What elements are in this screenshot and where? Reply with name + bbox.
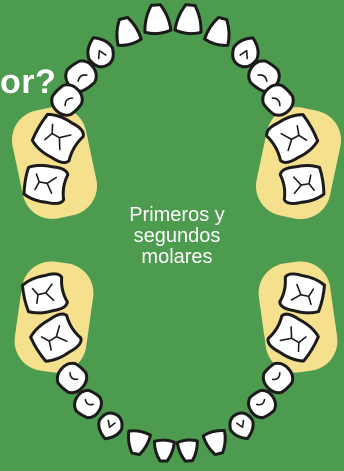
tooth-upper-left-central-incisor <box>143 3 173 36</box>
tooth-upper-right-canine <box>231 36 260 69</box>
tooth-lower-right-lateral-incisor <box>201 429 227 457</box>
lower-right-lateral-incisor-crown <box>201 429 227 457</box>
tooth-lower-right-first-premolar <box>247 388 277 420</box>
tooth-lower-right-central-incisor <box>175 438 199 463</box>
upper-right-second-premolar-groove <box>271 97 281 107</box>
molars-label-line-3: molares <box>141 246 213 268</box>
lower-right-first-molar-crown <box>266 312 320 363</box>
tooth-lower-left-second-molar <box>20 272 69 315</box>
tooth-lower-left-second-premolar <box>55 361 89 395</box>
molars-label-line-1: Primeros y <box>129 204 225 226</box>
tooth-upper-right-first-molar <box>265 113 320 164</box>
tooth-lower-left-central-incisor <box>152 438 176 463</box>
heading-fragment: or? <box>0 63 57 101</box>
tooth-upper-right-second-molar <box>278 163 326 205</box>
upper-right-canine-groove <box>239 49 249 60</box>
tooth-lower-right-second-premolar <box>261 361 295 395</box>
upper-right-first-molar-groove <box>280 125 308 152</box>
tooth-upper-left-lateral-incisor <box>115 15 143 47</box>
lower-right-first-premolar-groove <box>256 398 266 406</box>
lower-left-central-incisor-crown <box>152 438 176 463</box>
tooth-upper-left-second-premolar <box>50 83 84 117</box>
upper-left-central-incisor-crown <box>143 3 173 36</box>
molars-label-line-2: segundos <box>133 225 221 247</box>
tooth-upper-left-canine <box>86 36 115 69</box>
upper-right-lateral-incisor-crown <box>203 15 231 47</box>
tooth-upper-left-first-molar <box>30 112 85 165</box>
tooth-upper-right-second-premolar <box>261 83 295 117</box>
lower-left-second-premolar-groove <box>69 372 79 381</box>
lower-left-second-molar-groove <box>31 283 55 305</box>
upper-left-first-molar-groove <box>44 123 72 151</box>
upper-right-second-molar-crown <box>278 163 326 205</box>
lower-left-first-molar-groove <box>40 324 68 351</box>
tooth-upper-left-second-molar <box>22 163 70 206</box>
tooth-upper-right-central-incisor <box>173 3 203 36</box>
molars-label: Primeros y segundos molares <box>98 205 256 268</box>
upper-left-first-molar-crown <box>30 112 85 165</box>
tooth-lower-right-first-molar <box>266 312 320 363</box>
upper-left-second-premolar-groove <box>64 97 74 107</box>
lower-right-second-molar-crown <box>278 272 326 315</box>
lower-right-second-molar-groove <box>290 283 315 306</box>
tooth-upper-right-lateral-incisor <box>203 15 231 47</box>
lower-left-first-premolar-groove <box>84 398 94 406</box>
lower-right-first-molar-groove <box>279 326 307 353</box>
lower-right-second-premolar-groove <box>271 371 281 381</box>
tooth-lower-left-first-premolar <box>73 388 103 420</box>
lower-left-lateral-incisor-crown <box>126 429 153 457</box>
lower-right-canine-groove <box>236 419 245 428</box>
tooth-lower-right-second-molar <box>278 272 326 315</box>
tooth-upper-left-first-premolar <box>64 59 98 93</box>
upper-right-central-incisor-crown <box>173 3 203 36</box>
upper-right-first-premolar-groove <box>257 74 268 82</box>
lower-left-canine-groove <box>107 419 116 429</box>
upper-left-first-premolar-groove <box>77 74 88 82</box>
tooth-lower-left-canine <box>97 411 124 441</box>
upper-left-lateral-incisor-crown <box>115 15 143 47</box>
upper-left-canine-groove <box>97 49 107 60</box>
teeth-group <box>20 3 326 463</box>
tooth-lower-right-canine <box>228 411 255 441</box>
tooth-lower-left-first-molar <box>29 312 83 363</box>
upper-right-second-molar-groove <box>292 174 315 195</box>
upper-left-second-molar-groove <box>34 173 58 194</box>
upper-left-second-molar-crown <box>22 163 70 206</box>
tooth-lower-left-lateral-incisor <box>126 429 153 457</box>
lower-right-central-incisor-crown <box>175 438 199 463</box>
